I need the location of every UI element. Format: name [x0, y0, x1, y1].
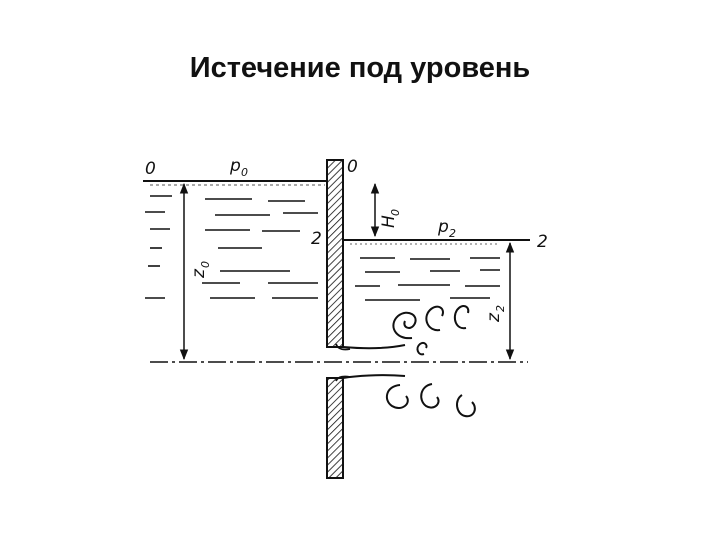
label-section0-right: 0	[347, 157, 358, 177]
label-pressure-upstream: p 0	[229, 156, 248, 179]
eddies-upper	[392, 305, 470, 356]
jet-upper-edge	[342, 344, 406, 350]
svg-text:2: 2	[494, 305, 507, 312]
svg-text:p: p	[437, 217, 449, 237]
svg-text:z: z	[484, 312, 504, 323]
svg-text:H: H	[379, 215, 399, 228]
svg-text:z: z	[189, 268, 209, 279]
jet-lip-lower	[335, 375, 351, 382]
svg-text:0: 0	[241, 166, 248, 179]
eddies-lower	[385, 383, 476, 418]
label-pressure-downstream: p 2	[437, 217, 456, 240]
label-section2-left: 2	[311, 229, 322, 249]
label-z2: z 2	[484, 305, 507, 323]
upstream-liquid-dashes	[145, 195, 318, 299]
label-head: H 0	[379, 209, 402, 228]
label-z0: z 0	[189, 261, 212, 279]
label-section2-right: 2	[537, 232, 548, 252]
jet-lip-upper	[335, 343, 351, 351]
lower-wall	[326, 377, 344, 479]
svg-text:0: 0	[389, 209, 402, 216]
upper-wall	[326, 159, 344, 348]
svg-text:0: 0	[199, 261, 212, 268]
label-section0-left: 0	[145, 159, 156, 179]
svg-text:2: 2	[449, 227, 456, 240]
jet-lower-edge	[342, 374, 406, 379]
svg-text:p: p	[229, 156, 241, 176]
downstream-liquid-dashes	[355, 257, 500, 301]
slide-title: Истечение под уровень	[189, 52, 531, 84]
